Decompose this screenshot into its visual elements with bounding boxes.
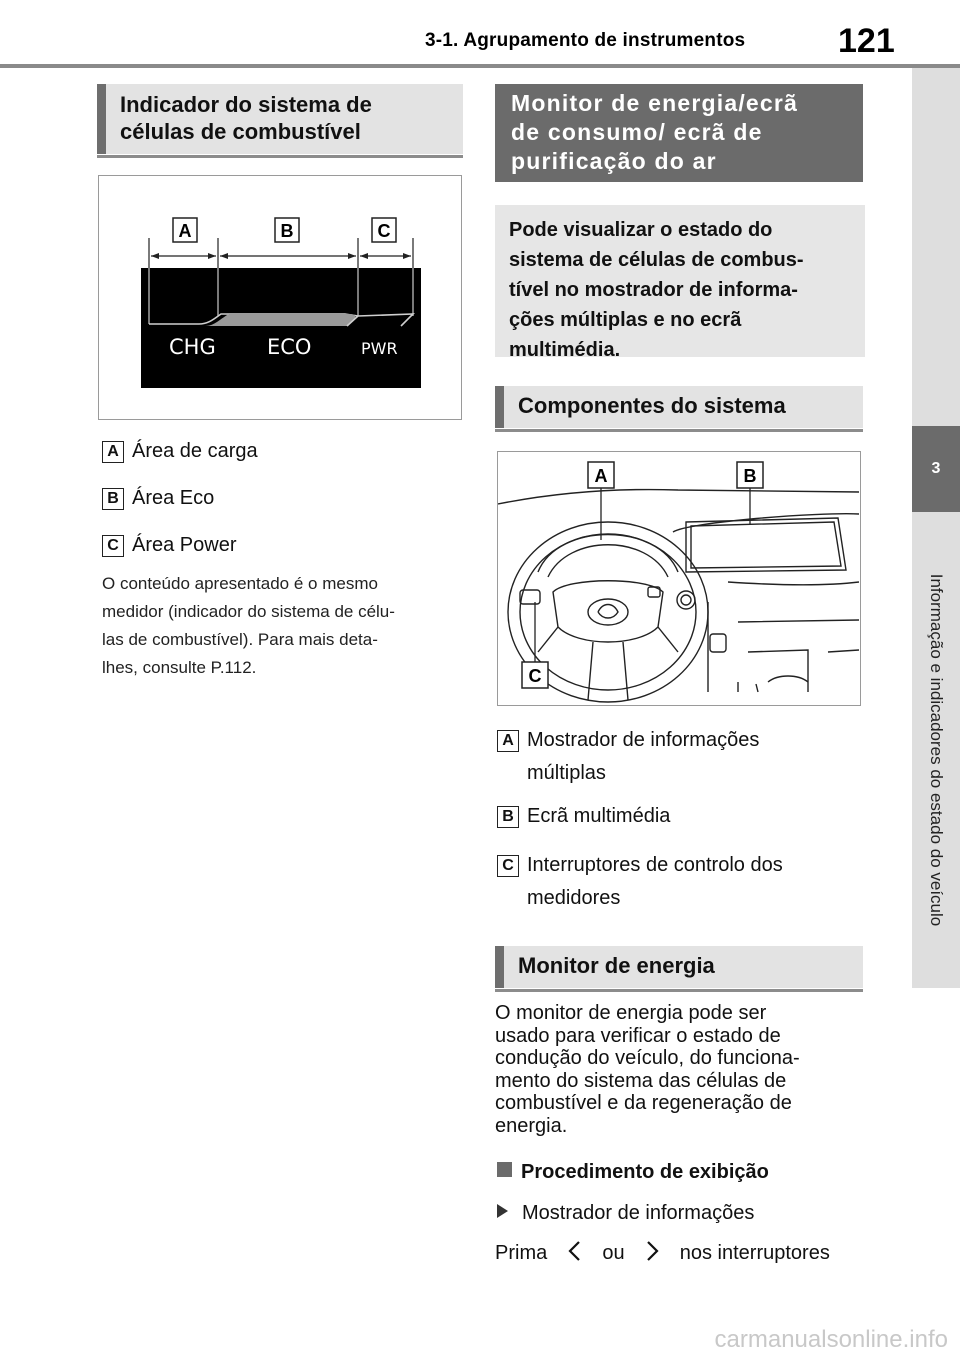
chevron-right-icon: [647, 1241, 659, 1261]
header-rule: [0, 64, 960, 68]
press-instruction: Prima ou nos interruptores: [495, 1240, 830, 1265]
heading-line: células de combustível: [120, 119, 361, 144]
paragraph-line: O monitor de energia pode ser: [495, 1002, 767, 1024]
subheading-text: Procedimento de exibição: [521, 1161, 769, 1183]
paragraph-line: mento do sistema das células de: [495, 1069, 787, 1092]
legend-item-c: C Área Power: [102, 532, 237, 558]
callout-b: B: [281, 221, 294, 241]
callout-line: tível no mostrador de informa-: [509, 279, 798, 301]
chevron-left-icon: [568, 1241, 580, 1261]
heading-text: Componentes do sistema: [518, 393, 786, 418]
watermark: carmanualsonline.info: [714, 1326, 948, 1353]
square-bullet-icon: [497, 1162, 512, 1177]
legend-text-block: Interruptores de controlo dos medidores: [527, 849, 783, 915]
legend-key: C: [497, 855, 519, 877]
chapter-number-tab: 3: [912, 426, 960, 512]
triangle-bullet-icon: [497, 1204, 508, 1218]
legend-text: múltiplas: [527, 762, 606, 784]
paragraph-line: medidor (indicador do sistema de célu-: [102, 602, 395, 621]
heading-line: Indicador do sistema de: [120, 92, 372, 117]
legend-text: Ecrã multimédia: [527, 805, 671, 827]
legend-item-c: C Interruptores de controlo dos medidores: [497, 849, 783, 915]
legend-item-b: B Área Eco: [102, 485, 214, 511]
paragraph-line: condução do veículo, do funciona-: [495, 1047, 800, 1069]
paragraph-line: combustível e da regeneração de: [495, 1092, 792, 1114]
legend-key: A: [497, 730, 519, 752]
gauge-description: O conteúdo apresentado é o mesmo medidor…: [102, 570, 462, 682]
running-header: 3-1. Agrupamento de instrumentos: [425, 30, 746, 51]
section-heading-energy-monitor-consumption: Monitor de energia/ecrã de consumo/ ecrã…: [495, 84, 863, 182]
callout-b: B: [744, 466, 757, 486]
procedure-subheading: Procedimento de exibição: [497, 1161, 769, 1184]
bullet-text: Mostrador de informações: [522, 1202, 755, 1224]
paragraph-line: usado para verificar o estado de: [495, 1024, 781, 1047]
legend-key: B: [497, 806, 519, 828]
press-text-before: Prima: [495, 1242, 548, 1264]
gauge-label-chg: CHG: [169, 335, 216, 359]
heading-text: Monitor de energia: [518, 953, 715, 978]
legend-item-a: A Mostrador de informações múltiplas: [497, 724, 759, 790]
legend-text: Área Power: [132, 534, 237, 556]
callout-a: A: [595, 466, 608, 486]
gauge-label-eco: ECO: [267, 335, 311, 359]
paragraph-line: las de combustível). Para mais deta-: [102, 630, 378, 649]
heading-line: purificação do ar: [511, 148, 717, 174]
info-callout: Pode visualizar o estado do sistema de c…: [495, 205, 865, 361]
side-tab-bottom: [912, 512, 960, 988]
legend-text-block: Mostrador de informações múltiplas: [527, 724, 759, 790]
section-heading-energy-monitor: Monitor de energia: [495, 946, 863, 992]
press-text-middle: ou: [602, 1242, 625, 1264]
callout-line: ções múltiplas e no ecrã: [509, 309, 742, 331]
gauge-illustration: A B C: [141, 217, 421, 388]
heading-line: de consumo/ ecrã de: [511, 119, 763, 145]
legend-key: B: [102, 488, 124, 510]
press-text-after: nos interruptores: [679, 1242, 830, 1264]
callout-a: A: [179, 221, 192, 241]
callout-line: sistema de células de combus-: [509, 249, 804, 271]
fuel-cell-gauge-figure: A B C: [98, 175, 462, 420]
legend-key: C: [102, 535, 124, 557]
energy-monitor-description: O monitor de energia pode ser usado para…: [495, 1002, 865, 1137]
gauge-label-pwr: PWR: [361, 339, 398, 358]
dashboard-figure: A B C: [497, 451, 861, 706]
chapter-title: Informação e indicadores do estado do ve…: [927, 573, 946, 927]
side-tab-top: [912, 68, 960, 426]
legend-text: Interruptores de controlo dos: [527, 854, 783, 876]
legend-text: Mostrador de informações: [527, 729, 760, 751]
page-number: 121: [838, 22, 895, 60]
paragraph-line: energia.: [495, 1114, 568, 1137]
paragraph-line: lhes, consulte P.112.: [102, 658, 257, 677]
legend-item-b: B Ecrã multimédia: [497, 803, 670, 829]
callout-c: C: [529, 666, 542, 686]
legend-text: Área de carga: [132, 440, 258, 462]
legend-key: A: [102, 441, 124, 463]
section-heading-fuel-cell-indicator: Indicador do sistema de células de combu…: [97, 84, 463, 158]
paragraph-line: O conteúdo apresentado é o mesmo: [102, 574, 378, 593]
callout-line: Pode visualizar o estado do: [509, 219, 773, 241]
dashboard-illustration: A B C: [497, 461, 860, 703]
chapter-title-vertical: Informação e indicadores do estado do ve…: [912, 512, 960, 988]
callout-line: multimédia.: [509, 339, 621, 361]
legend-text: medidores: [527, 887, 621, 909]
legend-text: Área Eco: [132, 487, 215, 509]
heading-line: Monitor de energia/ecrã: [511, 90, 799, 116]
section-heading-system-components: Componentes do sistema: [495, 386, 863, 432]
procedure-bullet: Mostrador de informações: [497, 1202, 754, 1225]
callout-c: C: [378, 221, 391, 241]
legend-item-a: A Área de carga: [102, 438, 258, 464]
